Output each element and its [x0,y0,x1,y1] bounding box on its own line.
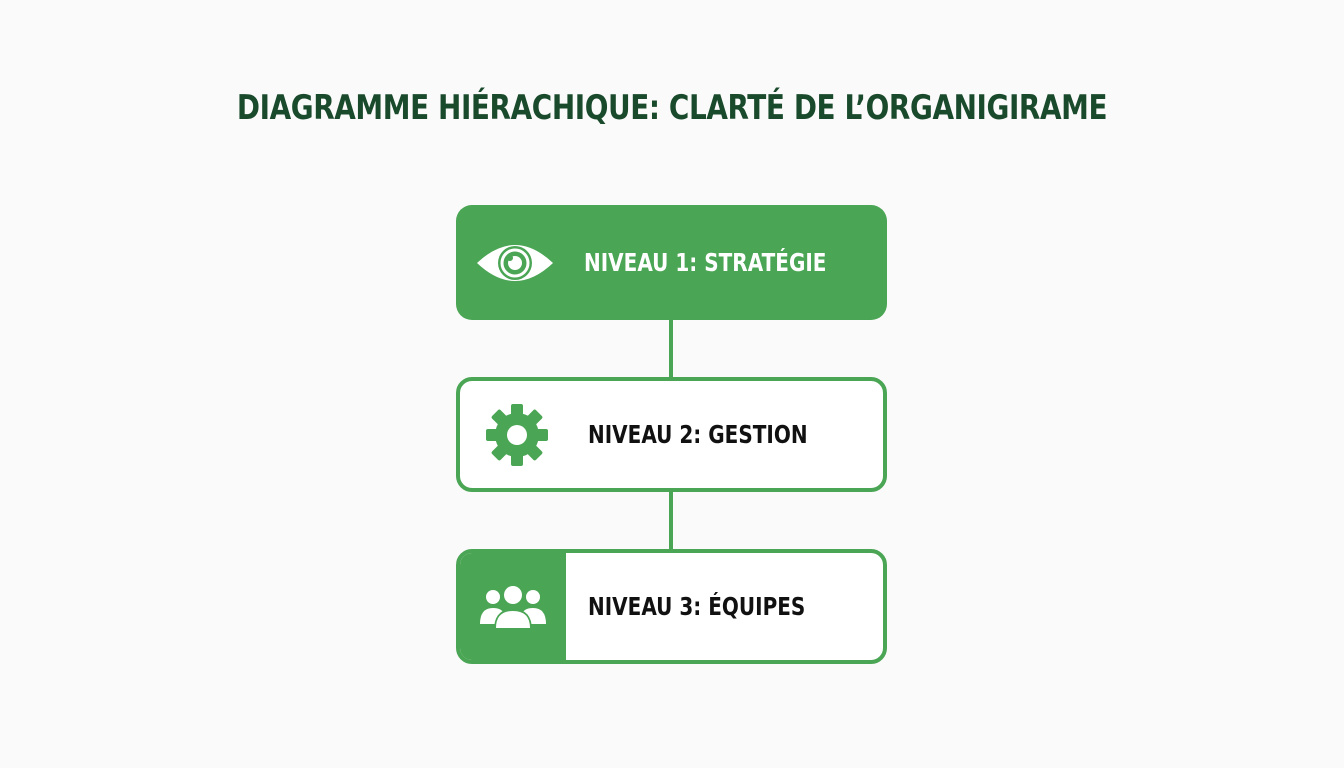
level-2-label: NIVEAU 2: GESTION [588,420,808,449]
eye-icon [456,205,574,320]
connector-2-3 [669,490,673,552]
level-2-box: NIVEAU 2: GESTION [456,377,887,492]
connector-1-2 [669,318,673,380]
level-3-label: NIVEAU 3: ÉQUIPES [588,592,806,621]
diagram-title: DIAGRAMME HIÉRACHIQUE: CLARTÉ DE L’ORGAN… [236,88,1108,128]
level-1-label: NIVEAU 1: STRATÉGIE [584,248,827,277]
team-icon [460,553,566,660]
gear-icon [460,381,574,488]
level-3-icon-panel [460,553,566,660]
level-1-box: NIVEAU 1: STRATÉGIE [456,205,887,320]
level-3-box: NIVEAU 3: ÉQUIPES [456,549,887,664]
